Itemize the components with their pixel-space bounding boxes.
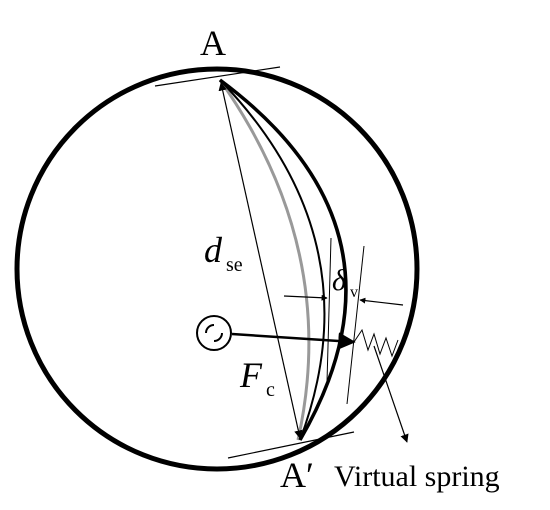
deflection-reference-line-left [326, 237, 332, 383]
label-point-a: A [200, 23, 226, 63]
tangent-line-top [154, 66, 281, 87]
label-deflection-dv: δ v [332, 264, 358, 301]
label-point-a-prime: A′ [280, 455, 314, 495]
outer-circle [14, 66, 420, 472]
deflection-reference-line-right [346, 245, 365, 405]
distance-arrow [218, 82, 303, 439]
label-virtual-spring: Virtual spring [334, 460, 500, 493]
force-arrow [231, 332, 356, 350]
deflection-arrow-left [283, 294, 328, 301]
spring-leader-arrow [373, 345, 409, 443]
rotation-center-icon [196, 315, 232, 351]
virtual-spring [353, 328, 399, 358]
label-force-fc: F c [239, 355, 275, 401]
tangent-line-bottom [227, 431, 355, 459]
label-distance-dse: d se [204, 230, 243, 276]
deflection-arrow-right [359, 297, 404, 306]
